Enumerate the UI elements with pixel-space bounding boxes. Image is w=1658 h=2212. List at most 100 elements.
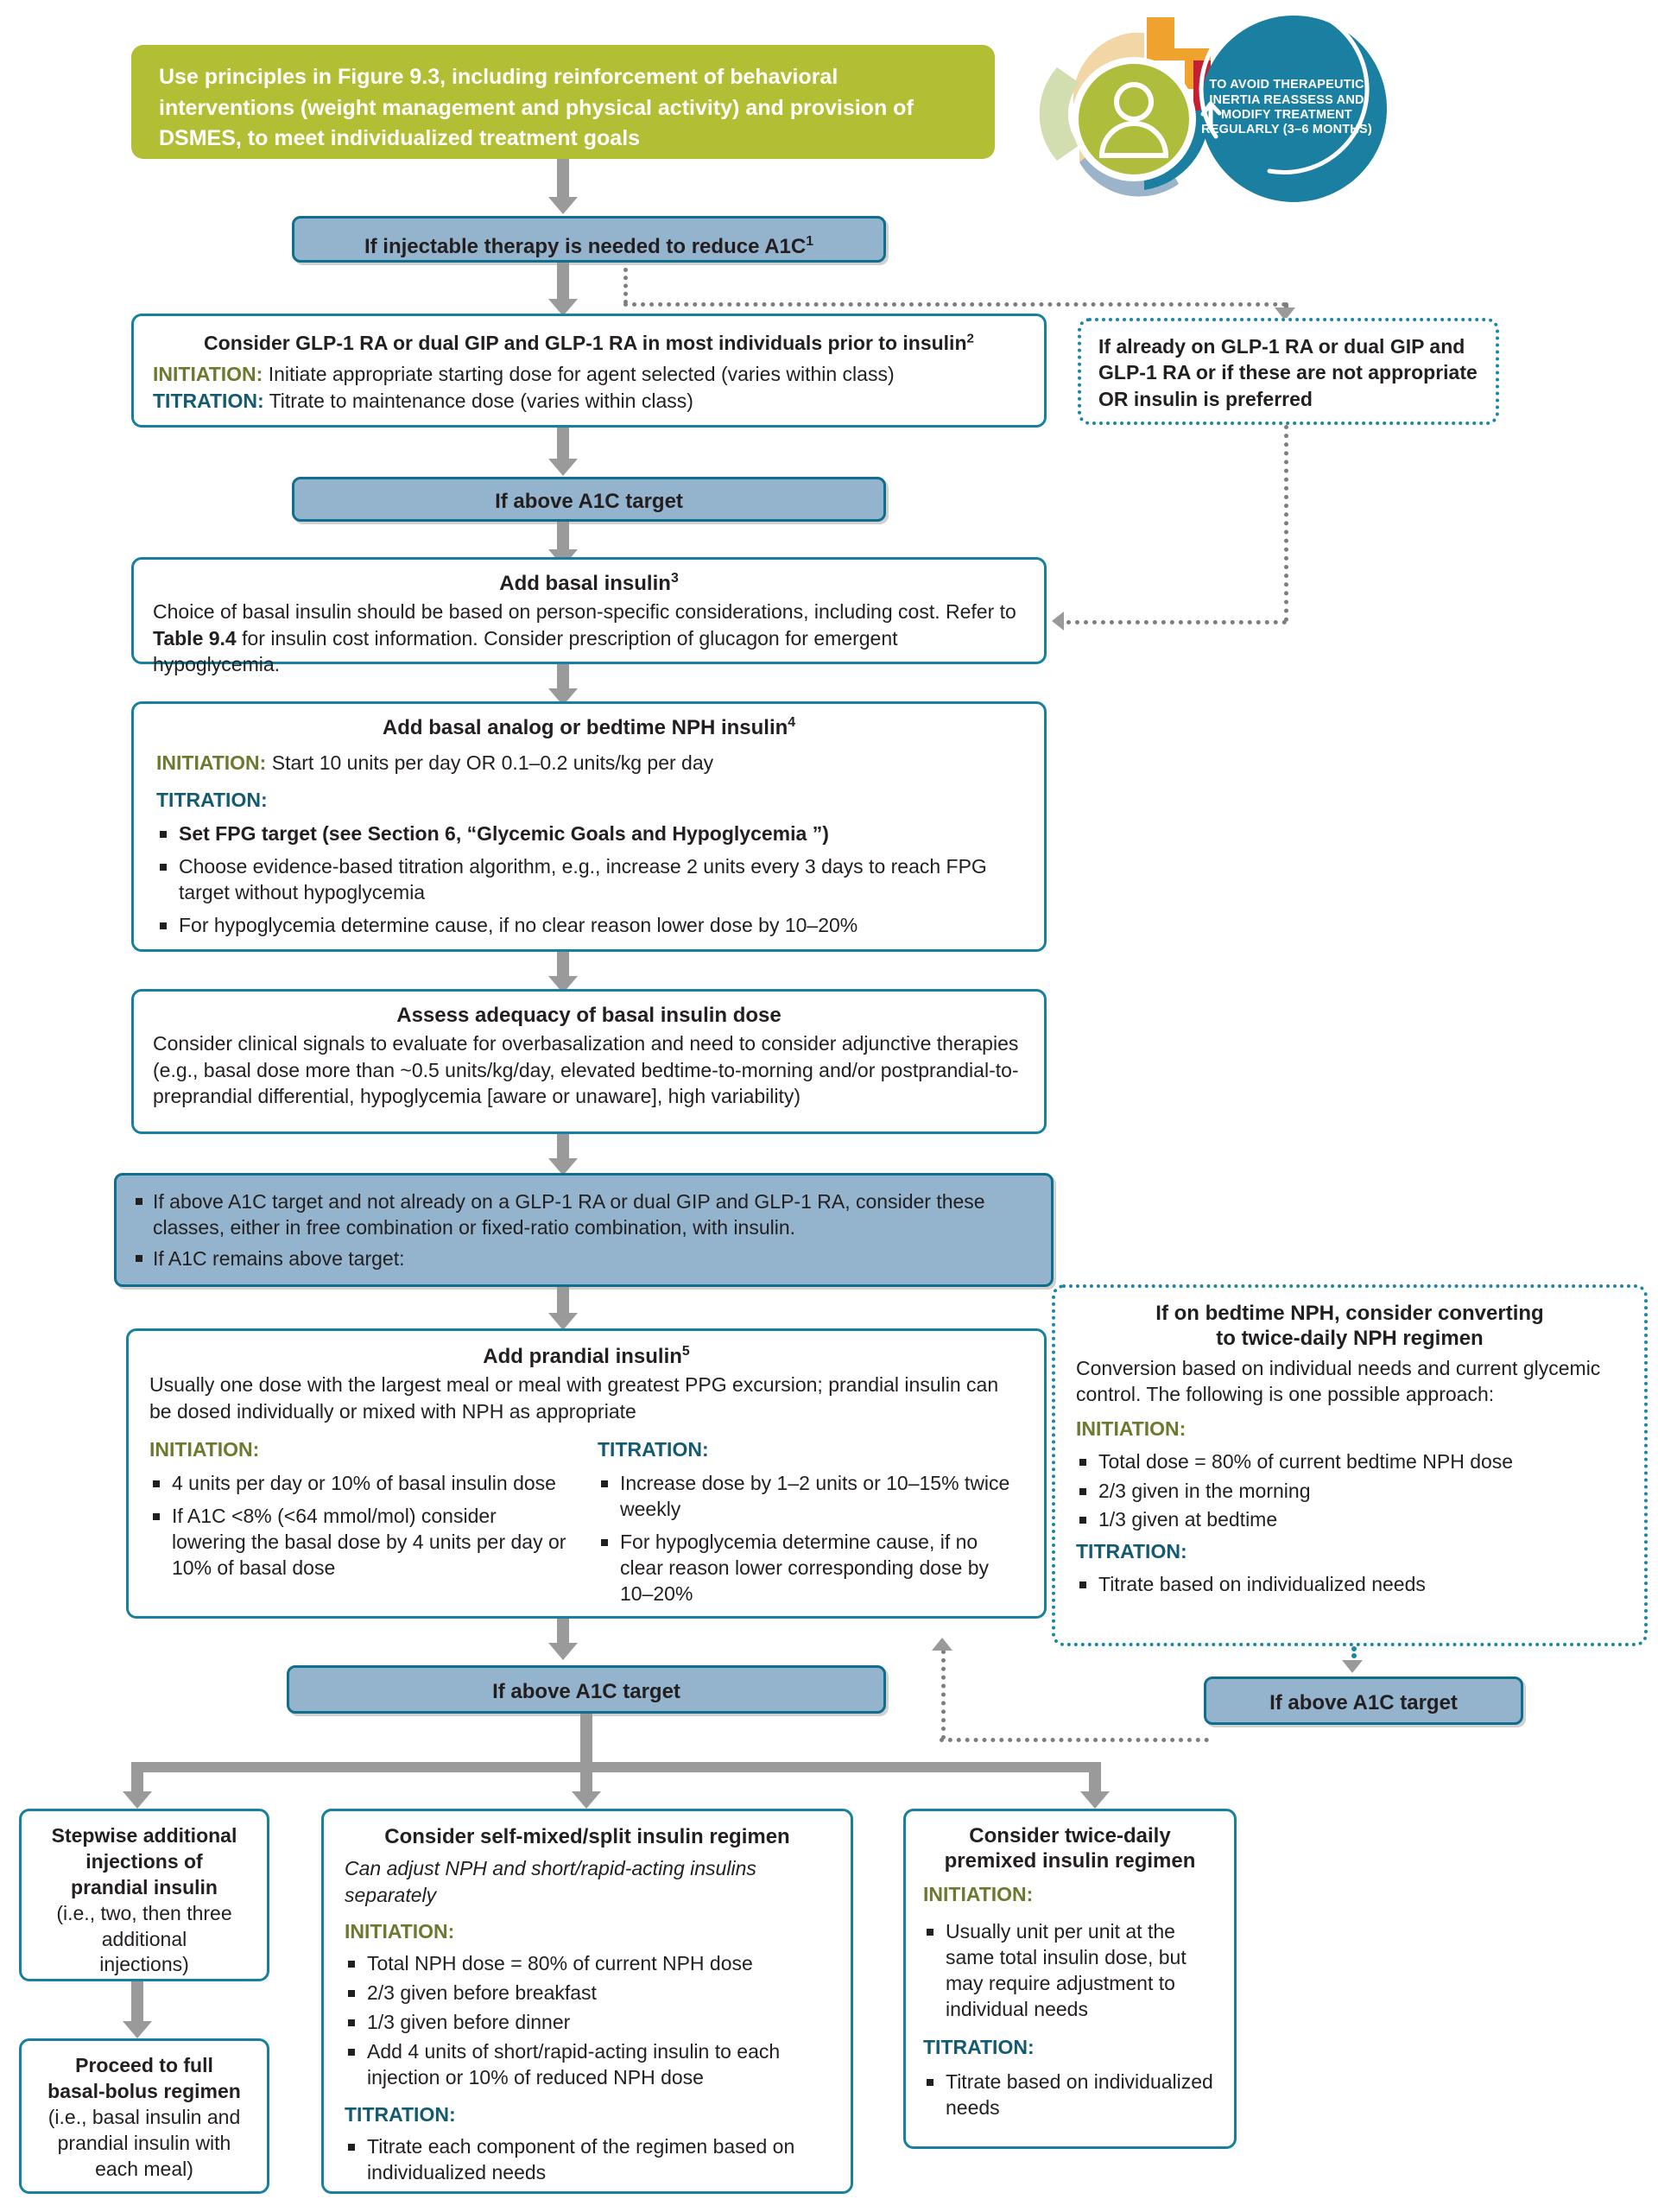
node-self-mixed-regimen[interactable]: Consider self-mixed/split insulin regime… (321, 1809, 853, 2194)
arrowhead (548, 1643, 578, 1660)
node-above-a1c-target-2[interactable]: If above A1C target (287, 1665, 886, 1714)
premixed-initiation-label: INITIATION: (923, 1882, 1034, 1905)
arrow-glp1-to-a1c (557, 428, 569, 462)
arrow-basal-to-analog (557, 664, 569, 690)
injectable-sup: 1 (806, 234, 814, 249)
branch-stem (580, 1714, 592, 1767)
person-body-icon (1098, 121, 1169, 158)
self-mixed-initiation-bullets: Total NPH dose = 80% of current NPH dose… (345, 1951, 830, 2090)
basal-analog-bullets: Set FPG target (see Section 6, “Glycemic… (156, 821, 1022, 939)
node-premixed-regimen[interactable]: Consider twice-daily premixed insulin re… (903, 1809, 1237, 2149)
list-item: 2/3 given in the morning (1076, 1479, 1623, 1505)
node-stepwise-injections[interactable]: Stepwise additional injections of prandi… (19, 1809, 269, 1981)
arrowhead (123, 2021, 152, 2038)
glp1-sup: 2 (966, 331, 974, 346)
header-green-banner: Use principles in Figure 9.3, including … (131, 45, 995, 159)
above-a1c-3-label: If above A1C target (1269, 1691, 1458, 1714)
premixed-title-line1: Consider twice-daily (969, 1824, 1171, 1848)
prandial-titration-col: TITRATION: Increase dose by 1–2 units or… (598, 1436, 1023, 1614)
dotted-arrowhead (1342, 1660, 1363, 1673)
list-item: If above A1C target and not already on a… (134, 1189, 1034, 1241)
badge-arrow-path (1199, 4, 1370, 175)
branch-right-vertical (1089, 1762, 1101, 1795)
stepwise-line-0: Stepwise additional (51, 1824, 237, 1847)
bolus-line-0: Proceed to full (75, 2054, 213, 2076)
basal-analog-titration-label: TITRATION: (156, 788, 268, 811)
arrow-injectable-to-glp1 (557, 263, 569, 302)
arrow-analog-to-assess (557, 952, 569, 978)
list-item: 1/3 given at bedtime (1076, 1507, 1623, 1533)
node-add-basal-analog[interactable]: Add basal analog or bedtime NPH insulin4… (131, 701, 1047, 952)
list-item: 4 units per day or 10% of basal insulin … (149, 1471, 575, 1497)
list-item: Usually unit per unit at the same total … (923, 1919, 1217, 2023)
arrowhead (548, 1158, 578, 1176)
arrowhead (123, 1791, 152, 1809)
nph-title-line2: to twice-daily NPH regimen (1216, 1326, 1484, 1350)
dotted-connector-horizontal (940, 1738, 1209, 1742)
basal-analog-sup: 4 (788, 715, 796, 730)
dotted-arrowhead (1275, 307, 1295, 320)
self-mixed-subtitle: Can adjust NPH and short/rapid-acting in… (345, 1857, 756, 1906)
branch-mid-vertical (580, 1762, 592, 1795)
therapeutic-inertia-logo (993, 4, 1390, 206)
dotted-connector-vertical (941, 1650, 946, 1740)
assess-title: Assess adequacy of basal insulin dose (396, 1004, 782, 1027)
prandial-titration-label: TITRATION: (598, 1437, 709, 1461)
node-above-a1c-target-3[interactable]: If above A1C target (1204, 1676, 1523, 1725)
premixed-titration-label: TITRATION: (923, 2036, 1035, 2059)
arrowhead (548, 299, 578, 316)
list-item: Add 4 units of short/rapid-acting insuli… (345, 2039, 830, 2091)
person-head-icon (1114, 82, 1154, 122)
node-already-on-glp1[interactable]: If already on GLP-1 RA or dual GIP and G… (1078, 318, 1499, 425)
premixed-initiation-bullets: Usually unit per unit at the same total … (923, 1919, 1217, 2023)
list-item: For hypoglycemia determine cause, if no … (156, 913, 1022, 939)
node-add-prandial-insulin[interactable]: Add prandial insulin5 Usually one dose w… (126, 1328, 1047, 1619)
basal-analog-initiation-text: Start 10 units per day OR 0.1–0.2 units/… (271, 751, 714, 775)
add-basal-body-2: for insulin cost information. Consider p… (153, 626, 898, 675)
branch-left-vertical (131, 1762, 143, 1795)
node-assess-adequacy[interactable]: Assess adequacy of basal insulin dose Co… (131, 989, 1047, 1134)
list-item: Total NPH dose = 80% of current NPH dose (345, 1951, 830, 1977)
glp1-title: Consider GLP-1 RA or dual GIP and GLP-1 … (204, 332, 967, 354)
node-above-a1c-target-1[interactable]: If above A1C target (292, 477, 886, 522)
dotted-arrowhead (932, 1638, 952, 1651)
prandial-titration-bullets: Increase dose by 1–2 units or 10–15% twi… (598, 1471, 1023, 1607)
arrowhead (572, 1791, 601, 1809)
node-basal-bolus-regimen[interactable]: Proceed to full basal-bolus regimen (i.e… (19, 2038, 269, 2194)
dotted-connector-vertical (1284, 302, 1288, 311)
stepwise-line-1: injections of (85, 1849, 203, 1873)
arrowhead (1080, 1791, 1110, 1809)
dotted-connector-vertical (623, 268, 628, 304)
assess-body: Consider clinical signals to evaluate fo… (153, 1032, 1019, 1107)
glp1-initiation-label: INITIATION: (153, 363, 263, 386)
prandial-initiation-bullets: 4 units per day or 10% of basal insulin … (149, 1471, 575, 1581)
node-injectable-therapy[interactable]: If injectable therapy is needed to reduc… (292, 216, 886, 263)
node-add-basal-insulin[interactable]: Add basal insulin3 Choice of basal insul… (131, 557, 1047, 675)
add-basal-table-ref: Table 9.4 (153, 626, 237, 650)
list-item: If A1C remains above target: (134, 1246, 1034, 1272)
prandial-initiation-col: INITIATION: 4 units per day or 10% of ba… (149, 1436, 575, 1614)
arrow-prandial-to-a1c (557, 1619, 569, 1646)
above-a1c-1-label: If above A1C target (495, 490, 683, 513)
node-consider-glp1[interactable]: Consider GLP-1 RA or dual GIP and GLP-1 … (131, 314, 1047, 428)
nph-titration-label: TITRATION: (1076, 1540, 1187, 1563)
arrowhead (548, 197, 578, 214)
prandial-body: Usually one dose with the largest meal o… (149, 1373, 999, 1423)
branch-bus (131, 1762, 1099, 1772)
list-item: Increase dose by 1–2 units or 10–15% twi… (598, 1471, 1023, 1523)
arrowhead (548, 459, 578, 476)
node-consider-classes[interactable]: If above A1C target and not already on a… (114, 1173, 1054, 1287)
list-item: If A1C <8% (<64 mmol/mol) consider lower… (149, 1504, 575, 1581)
premixed-title-line2: premixed insulin regimen (944, 1849, 1196, 1873)
self-mixed-initiation-label: INITIATION: (345, 1919, 455, 1943)
dotted-arrowhead (1052, 612, 1064, 631)
nph-initiation-bullets: Total dose = 80% of current bedtime NPH … (1076, 1449, 1623, 1534)
node-bedtime-nph-conversion[interactable]: If on bedtime NPH, consider converting t… (1052, 1284, 1648, 1646)
prandial-title: Add prandial insulin (483, 1345, 682, 1368)
stepwise-line-3: (i.e., two, then three (56, 1901, 232, 1924)
arrow-assess-to-classes (557, 1134, 569, 1160)
dotted-connector-horizontal (1066, 620, 1287, 624)
glp1-titration-text: Titrate to maintenance dose (varies with… (269, 389, 693, 412)
badge-circle (1200, 16, 1387, 202)
dotted-connector-horizontal (623, 302, 1287, 307)
